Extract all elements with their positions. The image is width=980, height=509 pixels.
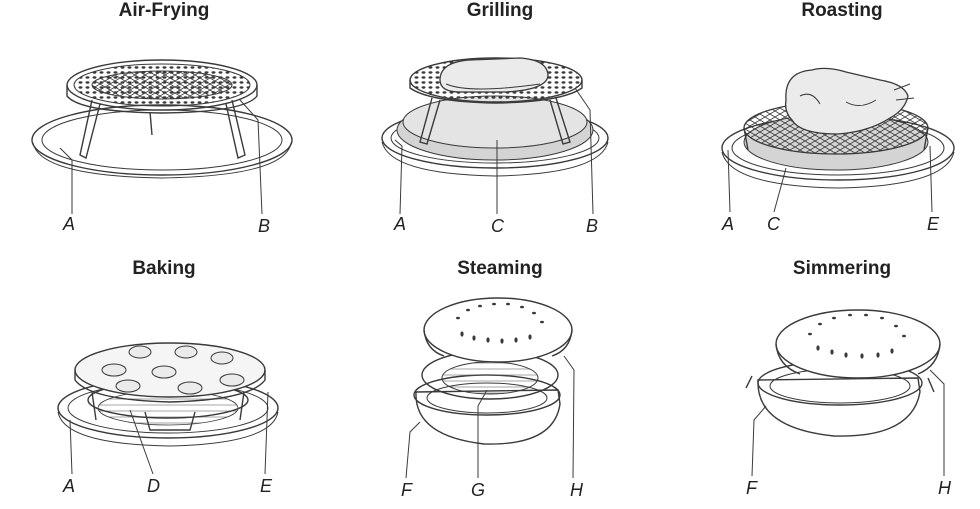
roasting-illustration (721, 67, 955, 213)
baking-illustration (57, 342, 279, 475)
label-roasting-a: A (722, 214, 735, 234)
steaming-illustration (405, 297, 575, 479)
panel-title-simmering: Simmering (792, 258, 892, 279)
air-frying-illustration (31, 59, 293, 215)
grilling-illustration (381, 57, 609, 215)
panel-title-baking: Baking (132, 258, 196, 279)
grill-rack-b (66, 59, 258, 160)
label-baking-a: A (63, 476, 76, 496)
turntable-a (31, 104, 293, 179)
label-baking-e: E (260, 476, 273, 496)
label-air-frying-a: A (63, 214, 76, 234)
panel-title-roasting: Roasting (801, 0, 883, 21)
label-simmering-f: F (746, 478, 757, 498)
panel-title-air-frying: Air-Frying (118, 0, 210, 21)
label-steaming-f: F (401, 480, 412, 500)
label-roasting-e: E (927, 214, 940, 234)
label-steaming-g: G (471, 480, 486, 500)
label-steaming-h: H (570, 480, 583, 500)
panel-title-grilling: Grilling (466, 0, 534, 21)
cookies-food (101, 345, 245, 395)
label-baking-d: D (147, 476, 160, 496)
steamer-lid-h (423, 297, 573, 363)
label-grilling-c: C (491, 216, 504, 236)
panel-title-steaming: Steaming (457, 258, 543, 279)
label-simmering-h: H (938, 478, 951, 498)
crisper-plate-c (396, 95, 594, 161)
label-grilling-b: B (586, 216, 599, 236)
simmering-illustration (745, 309, 945, 477)
label-roasting-c: C (767, 214, 780, 234)
steak-food (439, 57, 549, 93)
label-grilling-a: A (394, 214, 407, 234)
steamer-lid-h (775, 309, 941, 379)
label-air-frying-b: B (258, 216, 271, 236)
chicken-food (784, 67, 915, 135)
